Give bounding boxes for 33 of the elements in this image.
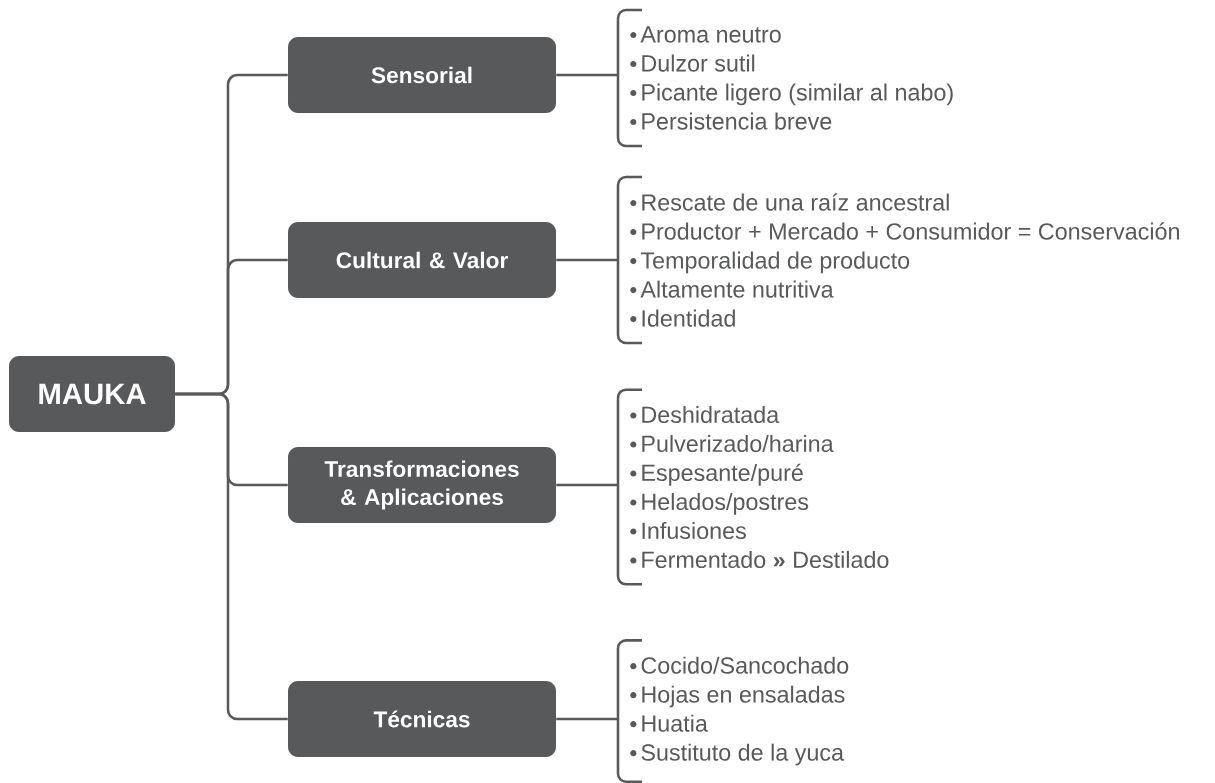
connector-line bbox=[556, 258, 618, 262]
list-item: Rescate de una raíz ancestral bbox=[630, 193, 949, 211]
list-item: Espesante/puré bbox=[630, 463, 803, 486]
category-box: Técnicas bbox=[288, 681, 556, 757]
category-box: Transformaciones & Aplicaciones bbox=[288, 447, 556, 523]
list-item: Persistencia breve bbox=[630, 112, 832, 130]
list-item: Deshidratada bbox=[630, 405, 780, 424]
connector-line bbox=[556, 73, 618, 77]
list-item: Huatia bbox=[630, 714, 708, 732]
list-item: Cocido/Sancochado bbox=[630, 656, 849, 674]
list-item: Fermentado » Destilado bbox=[630, 550, 889, 569]
connector-line bbox=[556, 483, 618, 487]
connector-line bbox=[175, 392, 288, 721]
list-item: Aroma neutro bbox=[630, 26, 781, 43]
root-box: MAUKA bbox=[9, 356, 175, 432]
bracket-list bbox=[616, 8, 953, 148]
list-item: Infusiones bbox=[630, 521, 746, 540]
list-item: Helados/postres bbox=[630, 492, 809, 515]
connector-line bbox=[556, 717, 618, 721]
list-item: Dulzor sutil bbox=[630, 54, 755, 72]
bracket-list bbox=[616, 388, 889, 586]
bracket-list bbox=[616, 175, 1179, 345]
list-item: Hojas en ensaladas bbox=[630, 685, 845, 708]
category-box: Cultural & Valor bbox=[288, 222, 556, 298]
category-box: Sensorial bbox=[288, 37, 556, 113]
list-item: Identidad bbox=[630, 309, 735, 327]
list-item: Productor + Mercado + Consumidor = Conservación bbox=[630, 222, 1179, 240]
list-item: Sustituto de la yuca bbox=[630, 743, 844, 766]
list-item: Pulverizado/harina bbox=[630, 434, 834, 453]
list-item: Altamente nutritiva bbox=[630, 280, 834, 298]
list-item: Picante ligero (similar al nabo) bbox=[630, 83, 953, 106]
bracket-list bbox=[616, 639, 849, 783]
list-item: Temporalidad de producto bbox=[630, 251, 910, 274]
